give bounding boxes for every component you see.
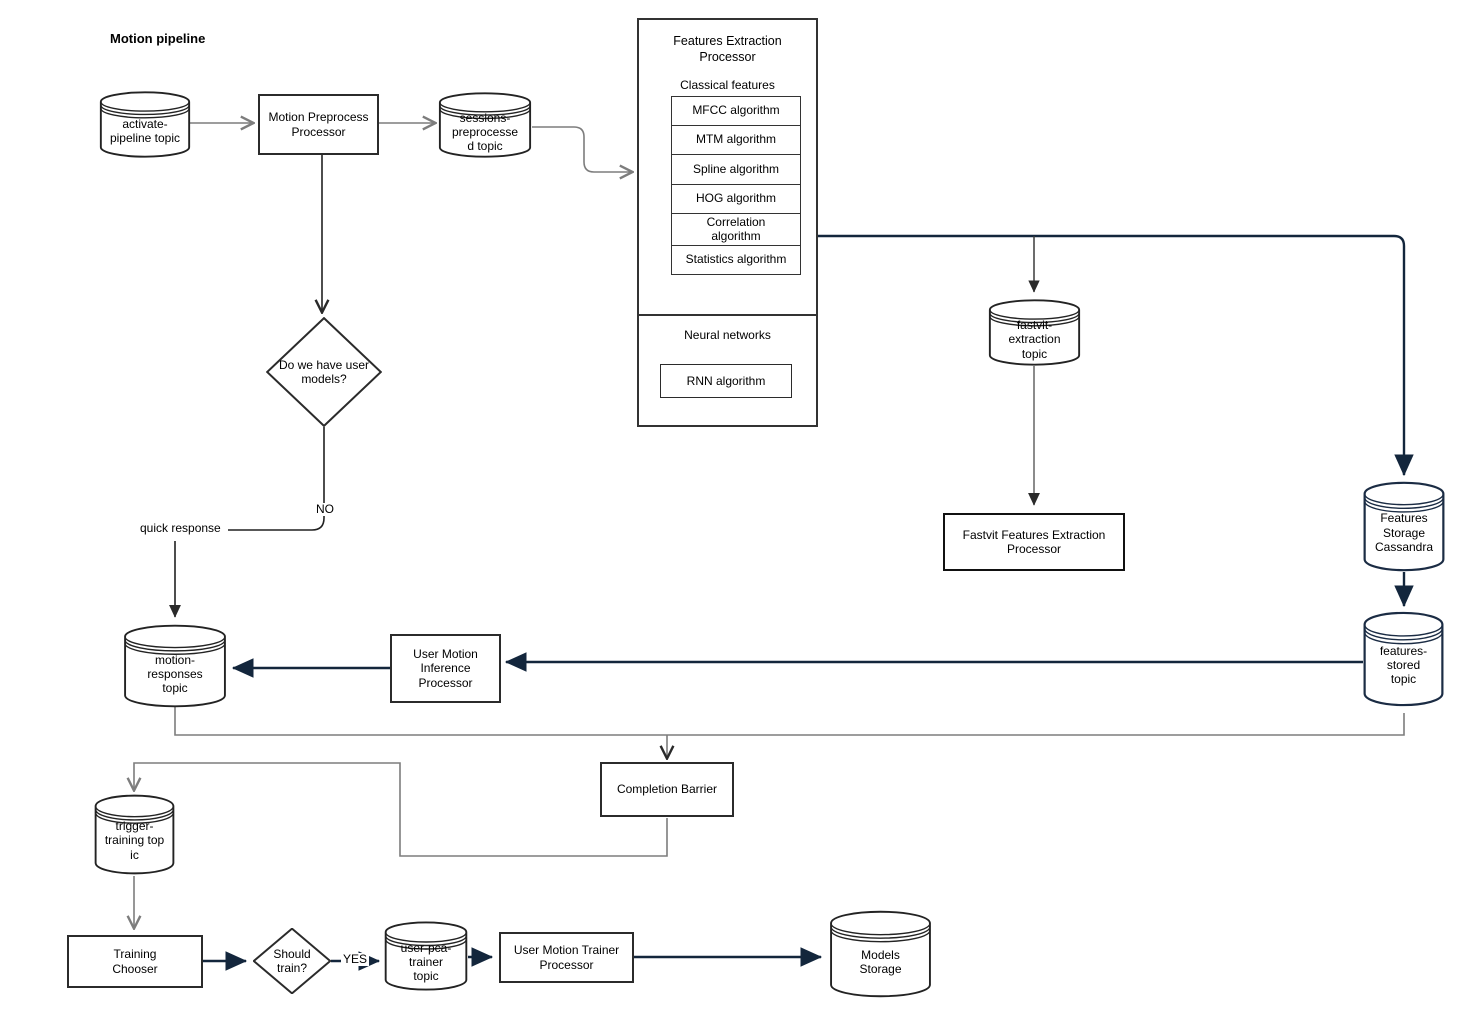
classical-features-label: Classical features — [680, 78, 775, 92]
process-label: User Motion Inference Processor — [413, 647, 478, 690]
process-fastvit-extraction[interactable]: Fastvit Features Extraction Processor — [943, 513, 1125, 571]
edge-label-no: NO — [314, 502, 336, 517]
process-user-motion-inference[interactable]: User Motion Inference Processor — [390, 634, 501, 703]
topic-label: sessions- preprocesse d topic — [451, 110, 519, 154]
decision-should-train[interactable]: Should train? — [253, 928, 331, 994]
topic-features-stored[interactable]: features- stored topic — [1363, 611, 1444, 707]
edge-features-to-cassandra — [818, 234, 1414, 477]
storage-label: Features Storage Cassandra — [1374, 511, 1434, 554]
cylinder-icon — [123, 624, 227, 708]
storage-models[interactable]: Models Storage — [829, 910, 932, 998]
edge-label-yes: YES — [341, 952, 370, 967]
topic-label: motion- responses topic — [147, 652, 203, 695]
features-box-title: Features Extraction Processor — [673, 34, 782, 64]
diamond-icon — [253, 928, 331, 994]
process-label: Fastvit Features Extraction Processor — [962, 527, 1106, 556]
process-training-chooser[interactable]: Training Chooser — [67, 935, 203, 988]
edge-sessions-to-features — [532, 126, 631, 172]
process-label: Completion Barrier — [616, 782, 718, 797]
topic-sessions-preprocessed[interactable]: sessions- preprocesse d topic — [438, 92, 532, 158]
decision-user-models[interactable]: Do we have user models? — [266, 317, 382, 427]
edge-barrier-to-trigger-topic — [134, 762, 668, 857]
process-label: Motion Preprocess Processor — [268, 110, 369, 139]
decision-label: Do we have user models? — [278, 357, 370, 386]
topic-label: user-pca- trainer topic — [400, 941, 452, 984]
edge-label-quick-response: quick response — [138, 521, 223, 536]
classical-algorithms-list: MFCC algorithm MTM algorithm Spline algo… — [671, 96, 801, 275]
process-completion-barrier[interactable]: Completion Barrier — [600, 762, 734, 817]
process-label: User Motion Trainer Processor — [513, 943, 620, 972]
topic-activate-pipeline[interactable]: activate- pipeline topic — [99, 91, 191, 158]
algorithm-label: RNN algorithm — [686, 373, 766, 388]
topic-user-pca-trainer[interactable]: user-pca- trainer topic — [384, 921, 468, 991]
cylinder-icon — [438, 92, 532, 158]
cylinder-icon — [988, 299, 1081, 366]
storage-features-cassandra[interactable]: Features Storage Cassandra — [1363, 481, 1445, 572]
topic-label: fastvit- extraction topic — [1008, 318, 1061, 361]
edge-decision-no-path — [228, 427, 325, 531]
decision-label: Should train? — [273, 946, 311, 975]
process-motion-preprocess[interactable]: Motion Preprocess Processor — [258, 94, 379, 155]
cylinder-icon — [829, 910, 932, 998]
algorithm-spline[interactable]: Spline algorithm — [671, 154, 801, 185]
algorithm-correlation[interactable]: Correlation algorithm — [671, 213, 801, 246]
topic-fastvit-extraction[interactable]: fastvit- extraction topic — [988, 299, 1081, 366]
topic-trigger-training[interactable]: trigger- training top ic — [94, 794, 175, 875]
cylinder-icon — [94, 794, 175, 875]
process-label: Training Chooser — [112, 947, 158, 976]
algorithm-mfcc[interactable]: MFCC algorithm — [671, 96, 801, 126]
algorithm-hog[interactable]: HOG algorithm — [671, 183, 801, 215]
process-user-motion-trainer[interactable]: User Motion Trainer Processor — [499, 932, 634, 983]
topic-motion-responses[interactable]: motion- responses topic — [123, 624, 227, 708]
topic-label: activate- pipeline topic — [109, 117, 181, 146]
algorithm-statistics[interactable]: Statistics algorithm — [671, 244, 801, 275]
algorithm-rnn[interactable]: RNN algorithm — [660, 364, 792, 398]
page-title: Motion pipeline — [110, 31, 206, 46]
cylinder-icon — [99, 91, 191, 158]
edge-join-rail — [174, 707, 1405, 736]
cylinder-icon — [384, 921, 468, 991]
cylinder-icon — [1363, 611, 1444, 707]
algorithm-mtm[interactable]: MTM algorithm — [671, 124, 801, 156]
neural-networks-label: Neural networks — [684, 328, 771, 342]
topic-label: trigger- training top ic — [104, 819, 165, 862]
features-box-divider — [637, 314, 818, 316]
diamond-icon — [266, 317, 382, 427]
storage-label: Models Storage — [859, 947, 902, 976]
cylinder-icon — [1363, 481, 1445, 572]
topic-label: features- stored topic — [1379, 643, 1428, 687]
